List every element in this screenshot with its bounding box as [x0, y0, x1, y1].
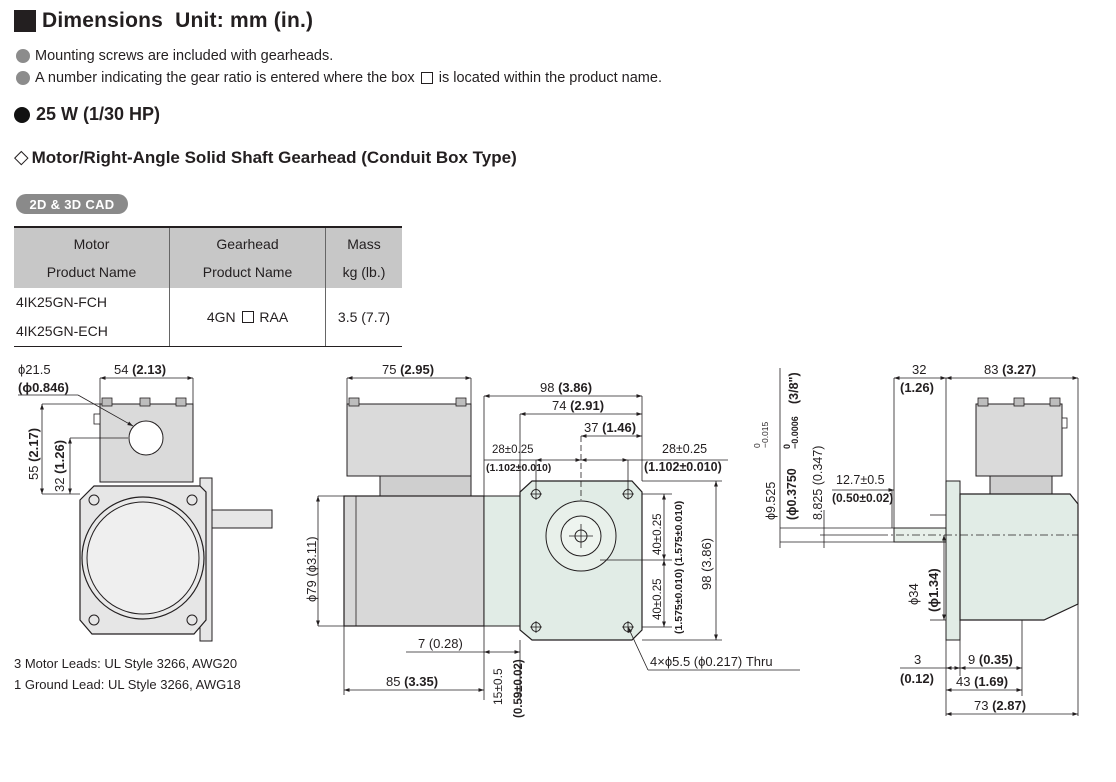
dim-shaft-in-label: (ϕ0.3750	[785, 468, 799, 520]
power-heading: 25 W (1/30 HP)	[14, 104, 160, 125]
dim-dia34-in-label: (ϕ1.34)	[926, 568, 941, 612]
dim-32-in-label: (1.26)	[900, 380, 934, 395]
cad-badge[interactable]: 2D & 3D CAD	[16, 194, 128, 214]
motor-name: 4IK25GN-ECH	[16, 323, 108, 339]
note-gear-ratio-text-post: is located within the product name.	[438, 70, 662, 86]
side-view: 75 (2.95) 98 (3.86) 74 (2.91) 37 (1.46) …	[304, 362, 800, 718]
dim-40-lower-in-label: (1.575±0.010)	[673, 569, 685, 634]
dim-28-right-label: 28±0.25	[662, 442, 707, 456]
side-view-motor	[343, 495, 521, 627]
dim-40-upper-in-label: (1.575±0.010)	[673, 501, 685, 566]
dim-shaft-in-tol: −0.0006	[790, 416, 800, 449]
dim-9-label: 9 (0.35)	[968, 652, 1013, 667]
dim-40-upper-label: 40±0.25	[652, 514, 664, 556]
dim-15-in-label: (0.59±0.02)	[513, 659, 525, 718]
gearhead-cell: 4GN RAA	[169, 288, 326, 347]
front-view: 54 (2.13) ϕ21.5 (ϕ0.846) 55 (2.17) 32 (1…	[18, 362, 273, 642]
dim-8825-label: 8.825 (0.347)	[811, 446, 825, 520]
subtitle-text: Motor/Right-Angle Solid Shaft Gearhead (…	[31, 147, 517, 167]
gear-ratio-box-icon	[241, 311, 254, 323]
page-title: Dimensions Unit: mm (in.)	[42, 9, 314, 32]
dim-54-label: 54 (2.13)	[114, 362, 166, 377]
note-gear-ratio-text-pre: A number indicating the gear ratio is en…	[35, 70, 415, 86]
dim-83-label: 83 (3.27)	[984, 362, 1036, 377]
note-gear-ratio: A number indicating the gear ratio is en…	[16, 70, 662, 86]
dim-3-in-label: (0.12)	[900, 671, 934, 686]
motor-cell: 4IK25GN-FCH 4IK25GN-ECH	[14, 288, 170, 347]
dim-32-label: 32 (1.26)	[52, 440, 67, 492]
dim-55-label: 55 (2.17)	[26, 428, 41, 480]
dim-28-right-in-label: (1.102±0.010)	[644, 460, 722, 474]
dim-shaft-frac-label: (3/8")	[787, 372, 801, 404]
motor-name: 4IK25GN-FCH	[16, 294, 108, 310]
dim-74-label: 74 (2.91)	[552, 398, 604, 413]
dim-40-lower-label: 40±0.25	[652, 579, 664, 621]
end-view: 32 (1.26) 83 (3.27) ϕ9.525 −0.015 0 (ϕ0.…	[752, 362, 1079, 716]
dim-15-label: 15±0.5	[491, 668, 505, 705]
dim-dia79-label: ϕ79 (ϕ3.11)	[304, 536, 319, 602]
front-view-conduit-box	[93, 397, 194, 483]
dim-98-vert-label: 98 (3.86)	[699, 538, 714, 590]
title-square-icon	[14, 10, 36, 32]
dim-127-in-label: (0.50±0.02)	[832, 491, 893, 505]
dim-28-left-label: 28±0.25	[492, 444, 534, 456]
side-view-gearhead	[519, 480, 643, 641]
dim-43-label: 43 (1.69)	[956, 674, 1008, 689]
dim-dia34-label: ϕ34	[906, 583, 921, 605]
dim-dia0846-label: (ϕ0.846)	[18, 380, 69, 395]
front-view-motor-flange	[79, 477, 273, 642]
mass-header: Mass kg (lb.)	[325, 226, 402, 288]
subtitle-heading: ◇ Motor/Right-Angle Solid Shaft Gearhead…	[14, 146, 517, 169]
gearhead-header: Gearhead Product Name	[169, 226, 326, 288]
end-view-conduit-box	[975, 397, 1068, 497]
lead-note: 1 Ground Lead: UL Style 3266, AWG18	[14, 677, 241, 692]
product-table: Motor Product Name Gearhead Product Name…	[14, 226, 402, 347]
side-view-conduit-box	[346, 397, 472, 499]
power-text: 25 W (1/30 HP)	[36, 104, 161, 124]
dim-shaft-tol-zero: 0	[752, 443, 762, 448]
dim-73-label: 73 (2.87)	[974, 698, 1026, 713]
dim-28-left-in-label: (1.102±0.010)	[486, 462, 551, 474]
mass-cell: 3.5 (7.7)	[325, 288, 402, 347]
dim-shaft-tol-label: −0.015	[760, 421, 770, 448]
dim-dia215-label: ϕ21.5	[18, 362, 51, 377]
gearhead-name-post: RAA	[259, 309, 289, 325]
end-view-gearhead	[880, 480, 1079, 641]
bullet-dot-icon	[16, 49, 30, 63]
dim-98-label: 98 (3.86)	[540, 380, 592, 395]
dim-32-label: 32	[912, 362, 926, 377]
note-mounting-text: Mounting screws are included with gearhe…	[35, 48, 334, 64]
dim-holes-label: 4×ϕ5.5 (ϕ0.217) Thru	[650, 654, 773, 669]
dim-85-label: 85 (3.35)	[386, 674, 438, 689]
diamond-icon: ◇	[14, 147, 29, 168]
black-dot-icon	[14, 106, 30, 123]
dim-shaft-in-tol-zero: 0	[782, 444, 792, 449]
bullet-dot-icon	[16, 71, 30, 85]
dim-7-label: 7 (0.28)	[418, 636, 463, 651]
gear-ratio-box-icon	[420, 72, 433, 84]
dim-3-label: 3	[914, 652, 921, 667]
dim-75-label: 75 (2.95)	[382, 362, 434, 377]
motor-header: Motor Product Name	[14, 226, 170, 288]
gearhead-name-pre: 4GN	[206, 309, 236, 325]
dimensions-header: Dimensions Unit: mm (in.)	[14, 6, 313, 36]
dim-shaft-label: ϕ9.525	[764, 482, 778, 520]
dim-127-label: 12.7±0.5	[836, 473, 885, 487]
dim-37-label: 37 (1.46)	[584, 420, 636, 435]
note-mounting: Mounting screws are included with gearhe…	[16, 48, 333, 64]
lead-note: 3 Motor Leads: UL Style 3266, AWG20	[14, 656, 238, 671]
